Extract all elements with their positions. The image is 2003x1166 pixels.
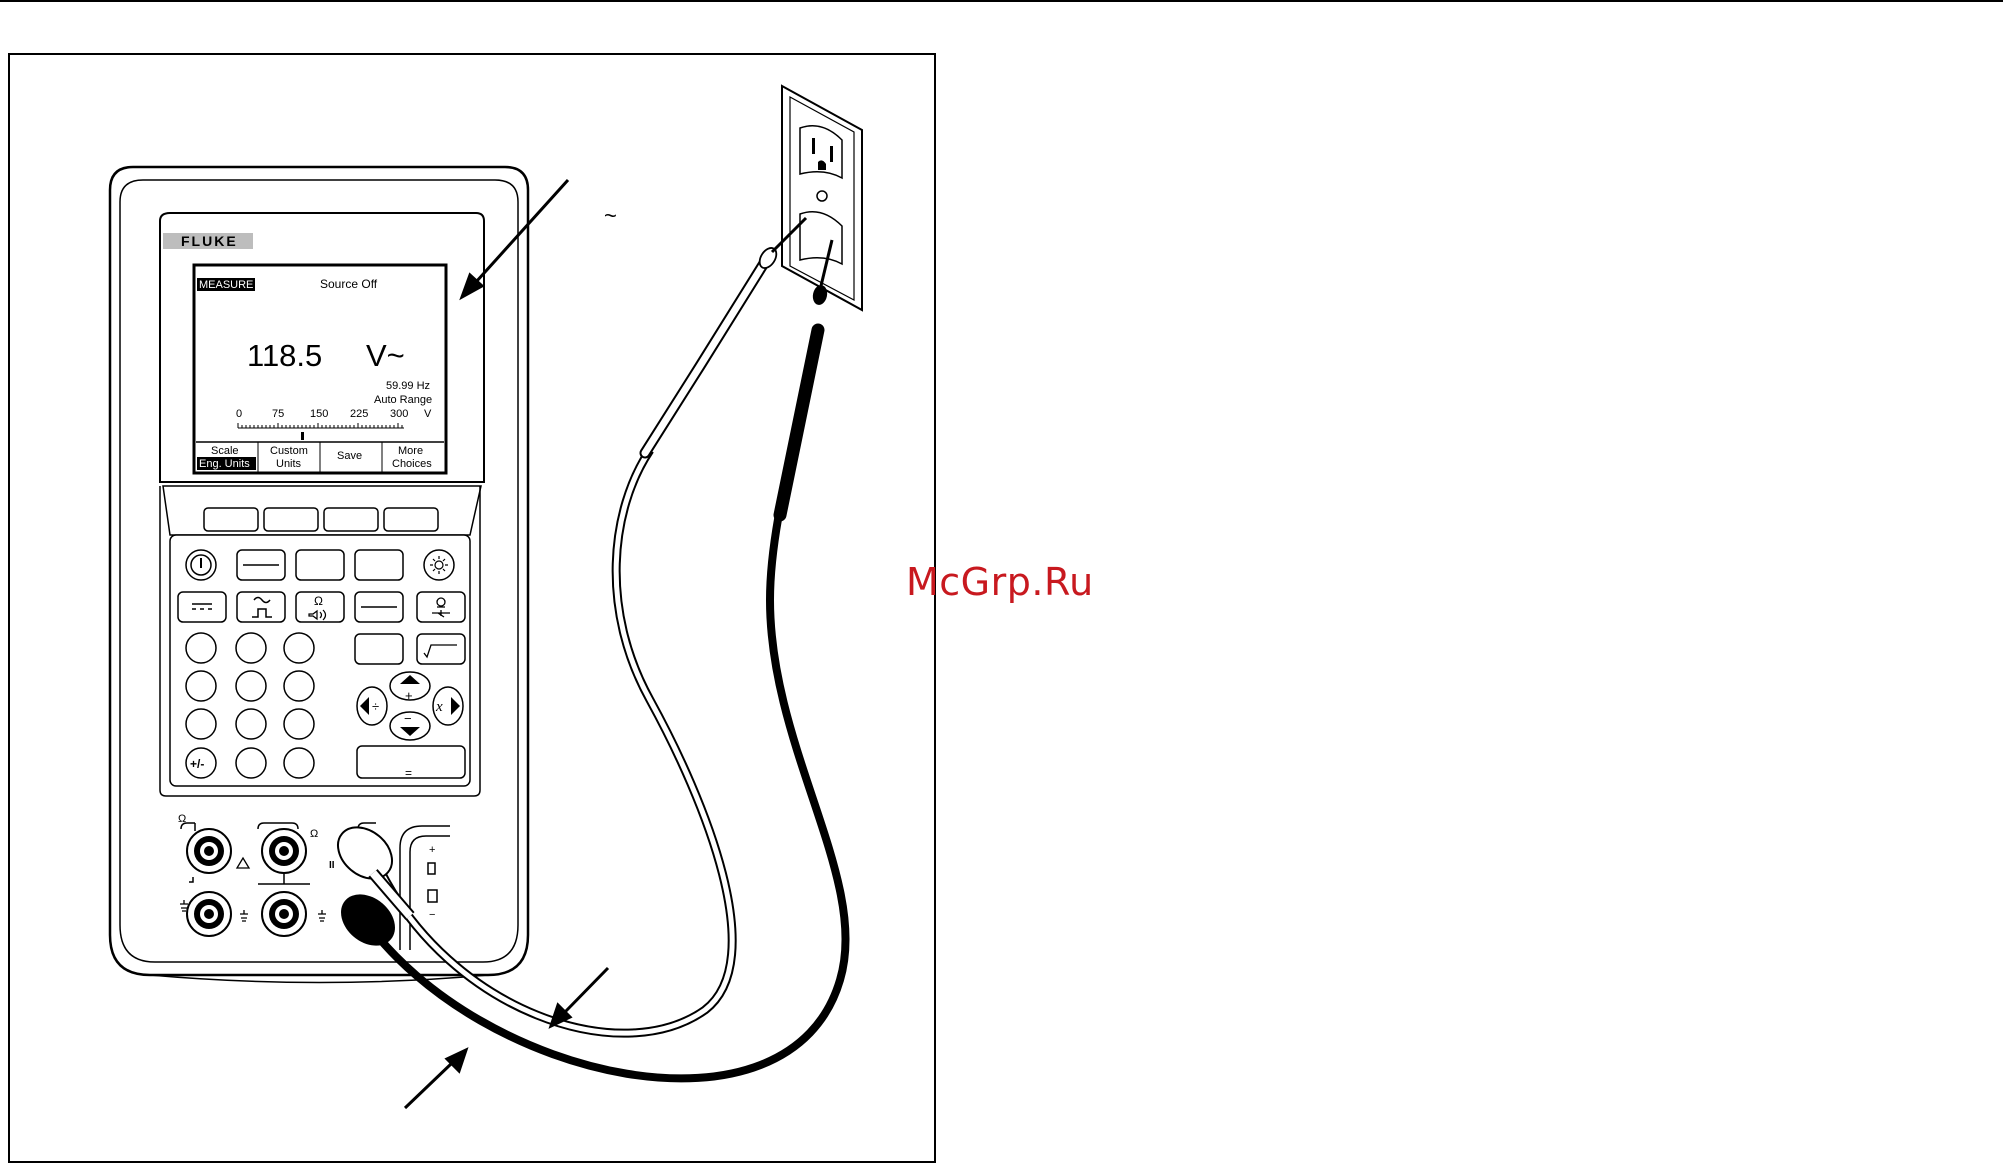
ac-tilde-label: ~: [604, 203, 617, 228]
enter-label: =: [405, 766, 412, 780]
softkey-label: Custom: [270, 445, 308, 457]
jack-marker-icon: II: [329, 860, 335, 871]
softkey-3-button[interactable]: [324, 508, 378, 531]
brand-label: FLUKE: [181, 233, 238, 249]
scale-tick-label: 300: [390, 408, 408, 420]
softkey-4-button[interactable]: [384, 508, 438, 531]
jack-marker-icon: [428, 863, 435, 874]
softkey-2-button[interactable]: [264, 508, 318, 531]
softkey-label: More: [398, 445, 423, 457]
watermark: McGrp.Ru: [906, 560, 1094, 604]
digit-key[interactable]: [236, 748, 266, 778]
digit-key[interactable]: [236, 633, 266, 663]
jack-marker-icon: [428, 890, 437, 902]
ohm-icon: Ω: [314, 594, 323, 608]
plus-minus-label: +/-: [190, 757, 204, 771]
digit-key[interactable]: [186, 709, 216, 739]
dc-volts-key[interactable]: [178, 592, 226, 622]
softkey-label: Save: [337, 450, 362, 462]
sqrt-key[interactable]: [417, 634, 465, 664]
softkey-label: Choices: [392, 458, 432, 470]
bar-graph-pointer: [301, 432, 304, 440]
mode-badge-label: MEASURE: [199, 279, 253, 291]
function-key[interactable]: [355, 634, 403, 664]
divide-label: ÷: [372, 699, 379, 714]
digit-key[interactable]: [284, 709, 314, 739]
ohm-jack-label: Ω: [178, 813, 186, 825]
function-key[interactable]: [296, 550, 344, 580]
ac-volts-key[interactable]: [237, 592, 285, 622]
multiply-x-label: x: [435, 699, 443, 715]
reading-value: 118.5: [247, 338, 322, 373]
digit-key[interactable]: [186, 633, 216, 663]
softkey-label: Scale: [211, 445, 239, 457]
source-status: Source Off: [320, 277, 378, 291]
plus-label: +: [405, 688, 413, 703]
digit-key[interactable]: [236, 709, 266, 739]
outlet-screw: [817, 191, 827, 201]
scale-tick-label: 225: [350, 408, 368, 420]
scale-tick-label: 0: [236, 408, 242, 420]
softkey-label: Eng. Units: [199, 458, 250, 470]
backlight-button[interactable]: [424, 550, 454, 580]
minus-jack-label: −: [429, 909, 435, 921]
decimal-key[interactable]: [284, 748, 314, 778]
lcd-screen: MEASURE Source Off 118.5 V~ 59.99 Hz Aut…: [194, 265, 446, 473]
range-readout: Auto Range: [374, 394, 432, 406]
softkey-label: Units: [276, 458, 302, 470]
frequency-readout: 59.99 Hz: [386, 380, 430, 392]
keypad-row-2: Ω: [178, 592, 465, 622]
function-key[interactable]: [355, 550, 403, 580]
digit-key[interactable]: [186, 671, 216, 701]
softkey-1-button[interactable]: [204, 508, 258, 531]
digit-key[interactable]: [284, 633, 314, 663]
minus-label: −: [404, 711, 412, 726]
digit-key[interactable]: [284, 671, 314, 701]
scale-tick-label: 150: [310, 408, 328, 420]
scale-tick-label: 75: [272, 408, 284, 420]
outlet-receptacle: [800, 126, 842, 178]
digit-key[interactable]: [236, 671, 266, 701]
ohm-jack-label: Ω: [310, 828, 318, 840]
reading-unit: V~: [366, 338, 405, 373]
plus-jack-label: +: [429, 844, 435, 856]
scale-tick-label: V: [424, 408, 432, 420]
